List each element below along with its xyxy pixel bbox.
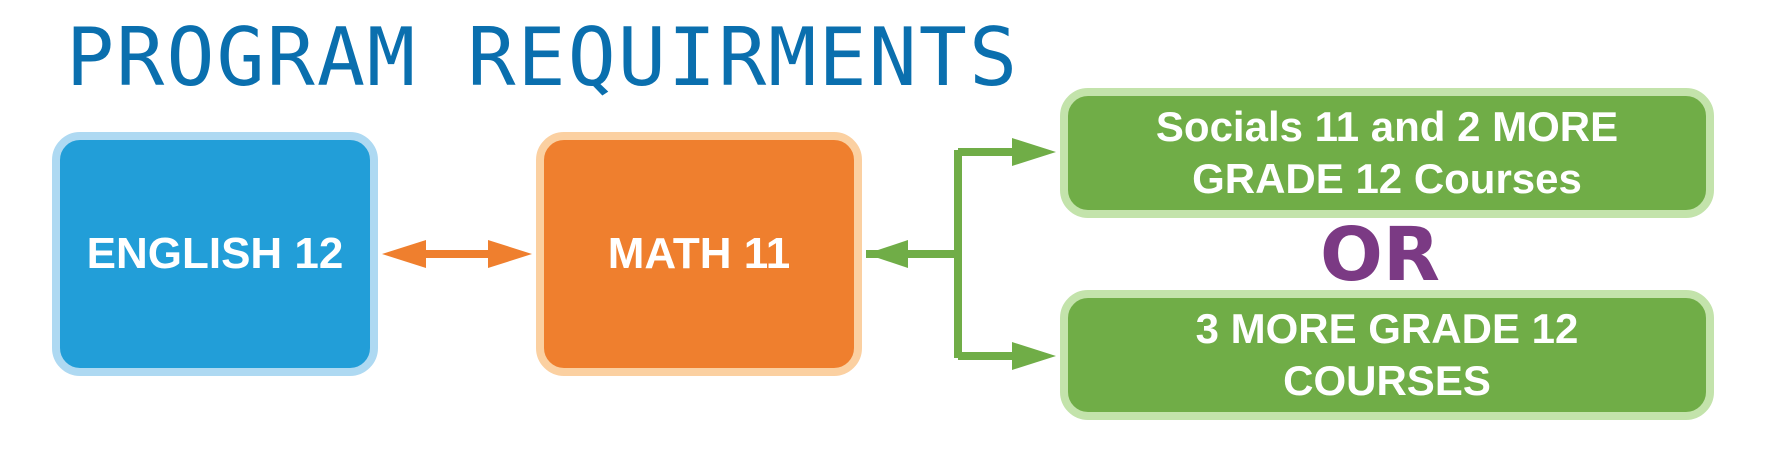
math-options-connector: [866, 138, 1056, 370]
english-12-box: ENGLISH 12: [52, 132, 378, 376]
math-11-label: MATH 11: [607, 229, 791, 278]
option-b-label: 3 MORE GRADE 12 COURSES: [1195, 305, 1579, 404]
option-a-label: Socials 11 and 2 MORE GRADE 12 Courses: [1155, 103, 1619, 202]
math-11-box: MATH 11: [536, 132, 862, 376]
english-12-label: ENGLISH 12: [86, 229, 344, 278]
or-separator: OR: [1320, 212, 1440, 298]
option-a-box: Socials 11 and 2 MORE GRADE 12 Courses: [1060, 88, 1714, 218]
page-title: PROGRAM REQUIRMENTS: [66, 11, 1020, 104]
option-b-box: 3 MORE GRADE 12 COURSES: [1060, 290, 1714, 420]
english-math-arrow: [382, 240, 532, 268]
